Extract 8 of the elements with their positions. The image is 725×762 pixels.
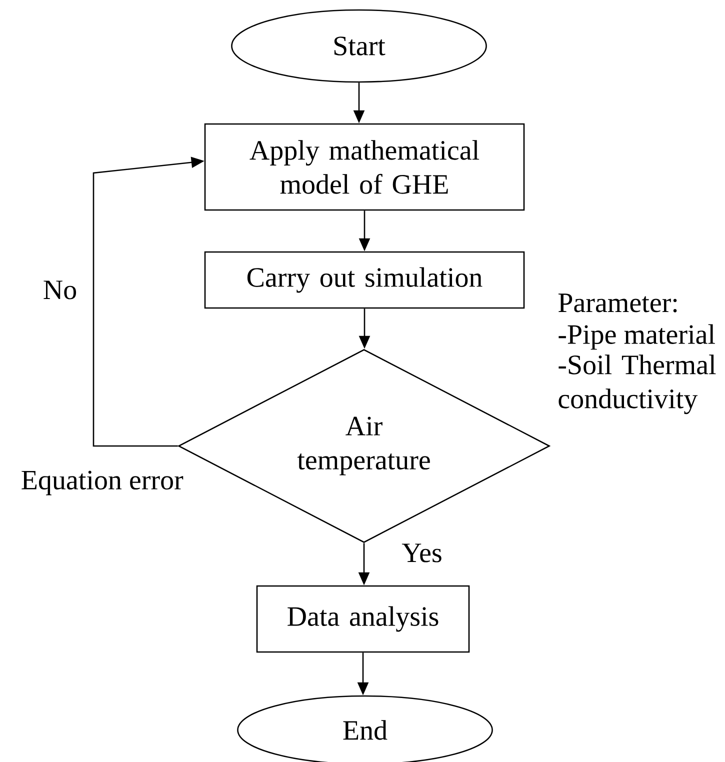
- process-box: Carry out simulation: [204, 251, 525, 309]
- process-box: Data analysis: [256, 585, 470, 653]
- note-text: -Pipe material: [558, 324, 715, 350]
- edge-label: No: [42, 280, 78, 300]
- process-box: Apply mathematical model of GHE: [204, 123, 525, 211]
- edge-label: Yes: [400, 542, 444, 564]
- note-text: -Soil Thermal conductivity: [558, 354, 716, 414]
- note-text: Parameter:: [558, 294, 677, 312]
